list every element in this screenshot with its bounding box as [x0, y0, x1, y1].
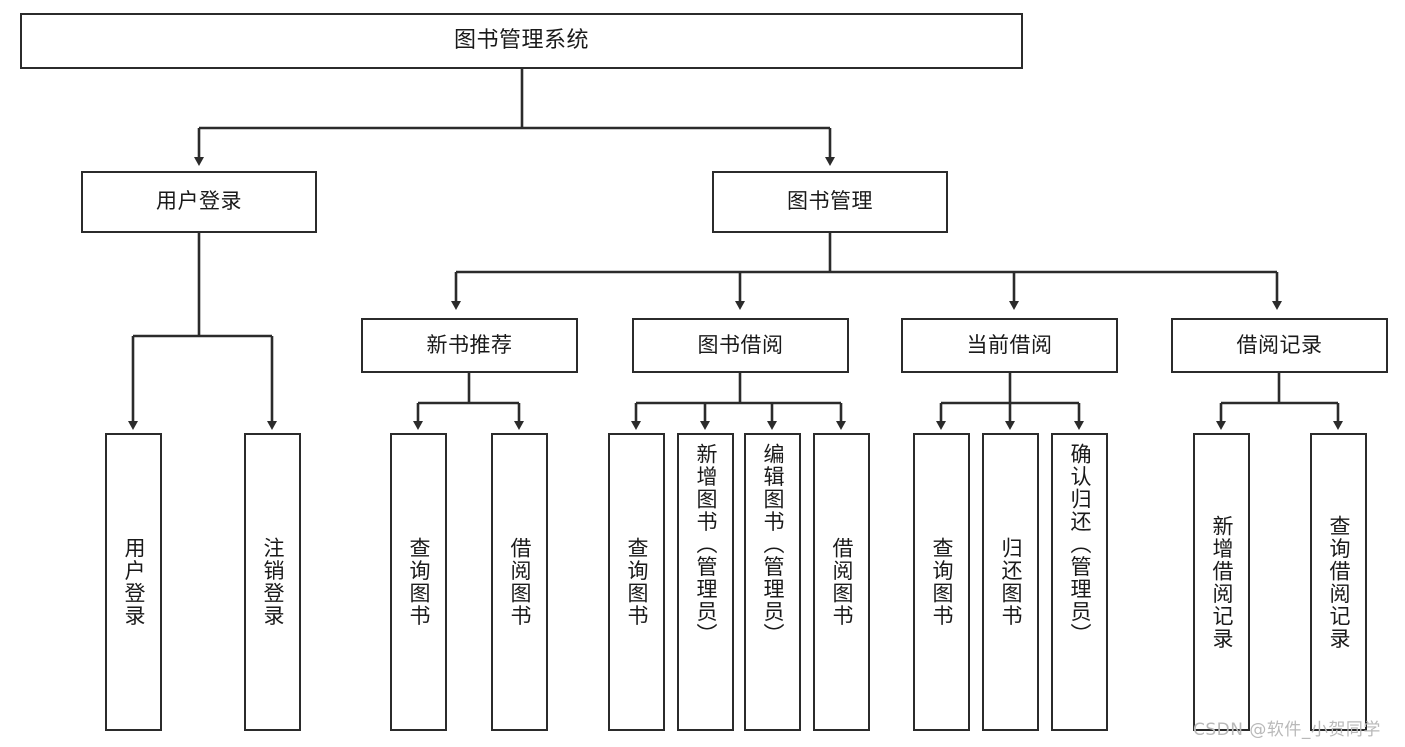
- leaf-edit-book[interactable]: 编辑图书（管理员）: [744, 433, 801, 731]
- watermark: CSDN @软件_小贺同学: [1193, 720, 1381, 740]
- leaf-borrow-book-2-label: 借阅图书: [829, 537, 854, 627]
- leaf-user-logout-label: 注销登录: [260, 537, 285, 627]
- node-borrow-record[interactable]: 借阅记录: [1171, 318, 1388, 373]
- leaf-query-record-label: 查询借阅记录: [1326, 514, 1351, 650]
- node-new-book-recommend-label: 新书推荐: [426, 332, 513, 357]
- leaf-query-book-3-label: 查询图书: [929, 537, 954, 627]
- leaf-return-book-label: 归还图书: [998, 537, 1023, 627]
- node-borrow-record-label: 借阅记录: [1236, 332, 1323, 357]
- leaf-query-book-3[interactable]: 查询图书: [913, 433, 970, 731]
- leaf-borrow-book-2[interactable]: 借阅图书: [813, 433, 870, 731]
- node-current-borrow-label: 当前借阅: [966, 332, 1053, 357]
- leaf-user-logout[interactable]: 注销登录: [244, 433, 301, 731]
- node-user-login[interactable]: 用户登录: [81, 171, 317, 233]
- node-current-borrow[interactable]: 当前借阅: [901, 318, 1118, 373]
- leaf-confirm-return[interactable]: 确认归还（管理员）: [1051, 433, 1108, 731]
- leaf-add-record[interactable]: 新增借阅记录: [1193, 433, 1250, 731]
- leaf-add-book[interactable]: 新增图书（管理员）: [677, 433, 734, 731]
- leaf-return-book[interactable]: 归还图书: [982, 433, 1039, 731]
- leaf-query-book-1-label: 查询图书: [406, 537, 431, 627]
- leaf-query-book-2[interactable]: 查询图书: [608, 433, 665, 731]
- node-user-login-label: 用户登录: [156, 189, 242, 214]
- leaf-edit-book-label: 编辑图书（管理员）: [760, 443, 785, 646]
- node-root[interactable]: 图书管理系统: [20, 13, 1023, 69]
- leaf-borrow-book-1[interactable]: 借阅图书: [491, 433, 548, 731]
- leaf-add-book-label: 新增图书（管理员）: [693, 443, 718, 646]
- leaf-borrow-book-1-label: 借阅图书: [507, 537, 532, 627]
- leaf-user-login[interactable]: 用户登录: [105, 433, 162, 731]
- node-book-borrow[interactable]: 图书借阅: [632, 318, 849, 373]
- leaf-user-login-label: 用户登录: [121, 537, 146, 627]
- leaf-query-record[interactable]: 查询借阅记录: [1310, 433, 1367, 731]
- node-root-label: 图书管理系统: [453, 27, 589, 53]
- node-book-manage-label: 图书管理: [787, 189, 873, 214]
- leaf-query-book-2-label: 查询图书: [624, 537, 649, 627]
- node-book-borrow-label: 图书借阅: [697, 332, 784, 357]
- leaf-confirm-return-label: 确认归还（管理员）: [1067, 443, 1092, 646]
- node-book-manage[interactable]: 图书管理: [712, 171, 948, 233]
- node-new-book-recommend[interactable]: 新书推荐: [361, 318, 578, 373]
- leaf-query-book-1[interactable]: 查询图书: [390, 433, 447, 731]
- leaf-add-record-label: 新增借阅记录: [1209, 514, 1234, 650]
